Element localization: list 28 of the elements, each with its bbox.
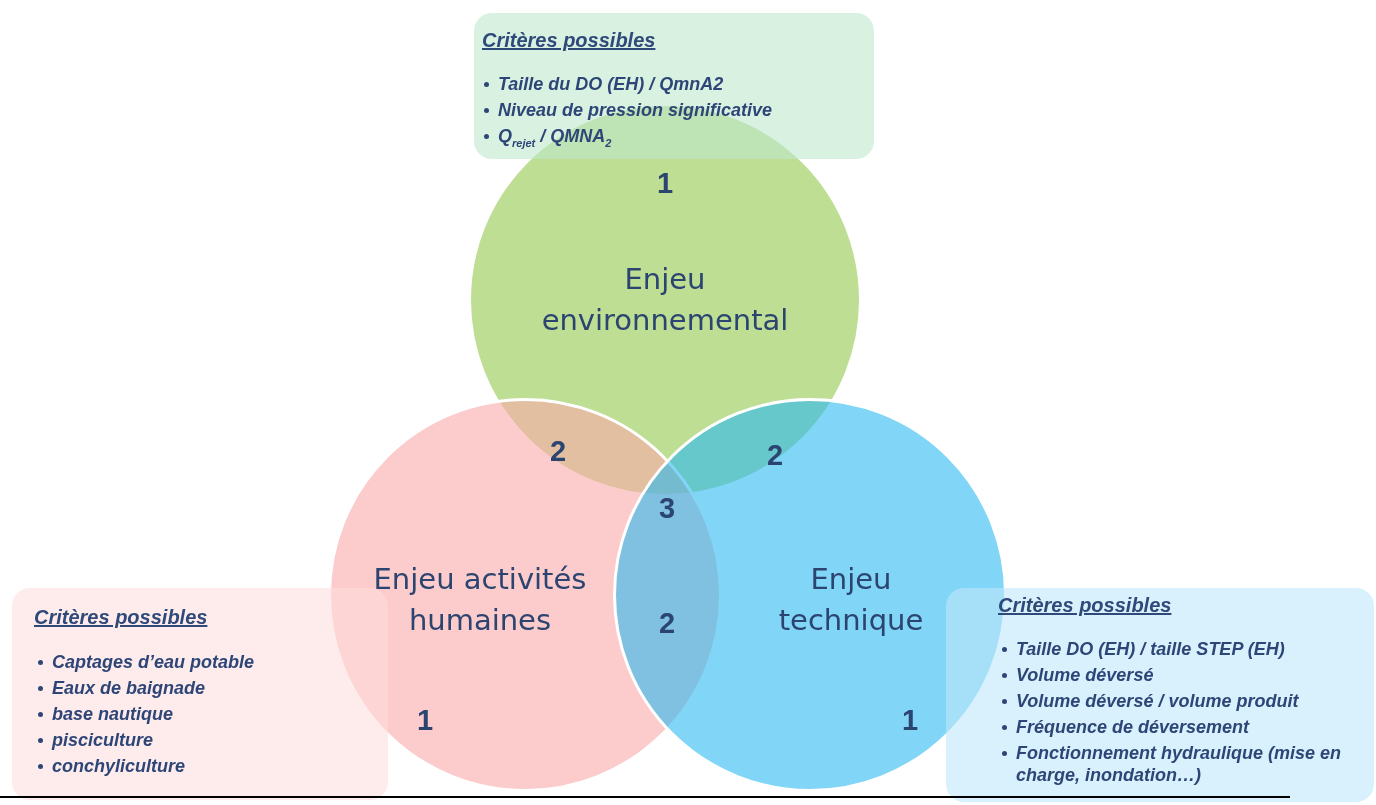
panel-heading: Critères possibles (998, 594, 1172, 617)
criteria-item: conchyliculture (52, 755, 187, 777)
circle-label: Enjeu activités humaines (372, 561, 588, 639)
circle-label: Enjeu technique (777, 561, 925, 639)
criteria-panel (474, 13, 874, 159)
criteria-item: Taille du DO (EH) / QmnA2 (498, 73, 725, 95)
panel-heading: Critères possibles (34, 606, 208, 629)
criteria-item: Volume déversé (1016, 664, 1155, 686)
region-number: 1 (415, 704, 435, 737)
region-number: 2 (765, 439, 785, 472)
region-number: 2 (657, 607, 677, 640)
criteria-item: base nautique (52, 703, 175, 725)
region-number: 3 (657, 492, 677, 525)
criteria-panel (946, 588, 1374, 802)
criteria-item: Taille DO (EH) / taille STEP (EH) (1016, 638, 1286, 660)
criteria-item: Eaux de baignade (52, 677, 207, 699)
panel-heading: Critères possibles (482, 29, 656, 52)
region-number: 2 (548, 435, 568, 468)
criteria-item: Fréquence de déversement (1016, 716, 1251, 738)
criteria-item: Fonctionnement hydraulique (mise en charge, inondation…) (1016, 742, 1343, 786)
region-number: 1 (655, 167, 675, 200)
criteria-item: Captages d’eau potable (52, 651, 256, 673)
criteria-item: pisciculture (52, 729, 155, 751)
criteria-item: Niveau de pression significative (498, 99, 774, 121)
criteria-item: Q$_{rejet}$ / QMNA$_{2}$ (498, 125, 613, 151)
region-number: 1 (900, 704, 920, 737)
criteria-item: Volume déversé / volume produit (1016, 690, 1300, 712)
circle-label: Enjeu environnemental (540, 261, 790, 339)
